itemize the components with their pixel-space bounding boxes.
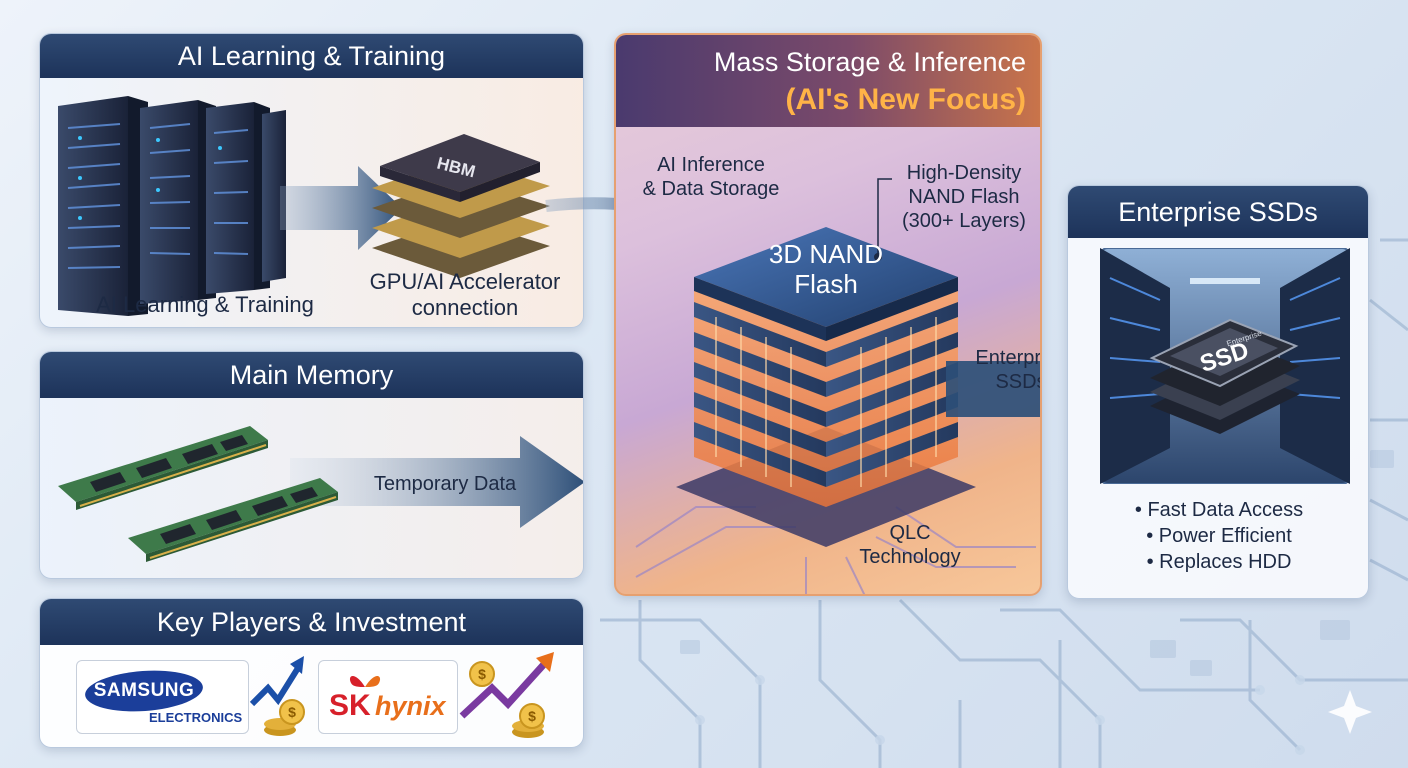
ram-module-icon (58, 426, 338, 562)
temporary-data-label: Temporary Data (373, 473, 517, 495)
butterfly-icon (349, 676, 381, 687)
svg-text:$: $ (478, 666, 486, 682)
qlc-label-line2: Technology (859, 546, 961, 568)
enterprise-ssd-header: Enterprise SSDs (1068, 186, 1368, 238)
accelerator-caption-line2: connection (411, 295, 519, 320)
sparkle-icon (1328, 690, 1372, 734)
accelerator-caption-line1: GPU/AI Accelerator (369, 269, 561, 294)
density-label-line1: High-Density (906, 162, 1022, 184)
density-label-line2: NAND Flash (908, 186, 1020, 208)
nand-chip-label-line1: 3D NAND (768, 239, 884, 269)
samsung-logo: SAMSUNG ELECTRONICS (76, 660, 249, 734)
bullet-power-efficient: • Power Efficient (1146, 525, 1292, 547)
enterprise-arrow-label-line2: SSDs (995, 371, 1042, 393)
mass-storage-panel: Mass Storage & Inference (AI's New Focus… (614, 33, 1042, 596)
samsung-growth-icon: $ (249, 656, 305, 736)
datacenter-illustration: SSD Enterprise (1100, 248, 1350, 484)
hbm-chip-icon: HBM (372, 134, 550, 278)
learning-illustration: HBM (58, 96, 550, 316)
memory-illustration (58, 426, 583, 562)
server-rack-icon (58, 96, 286, 316)
skhynix-logo: SK hynix (318, 660, 458, 734)
bullet-replaces-hdd: • Replaces HDD (1146, 551, 1292, 573)
ssd-drive-icon (1149, 318, 1300, 434)
enterprise-arrow-label-line1: Enterprise (975, 347, 1042, 369)
svg-text:$: $ (288, 704, 296, 720)
bullet-fast-access: • Fast Data Access (1134, 499, 1304, 521)
nand-illustration (635, 178, 1040, 594)
mass-storage-title: Mass Storage & Inference (713, 47, 1026, 77)
ai-learning-panel: AI Learning & Training (39, 33, 584, 328)
sk-name: SK (329, 689, 371, 722)
main-memory-panel: Main Memory Temporary Data (39, 351, 584, 579)
mass-storage-header: Mass Storage & Inference (AI's New Focus… (616, 35, 1040, 127)
svg-text:$: $ (528, 708, 536, 724)
mass-storage-subtitle: (AI's New Focus) (785, 83, 1027, 116)
samsung-sub: ELECTRONICS (149, 710, 243, 725)
nand-layer-stack (694, 227, 958, 507)
qlc-label-line1: QLC (889, 522, 931, 544)
samsung-name: SAMSUNG (93, 680, 195, 701)
temporary-data-arrow (290, 436, 583, 528)
inference-label-line1: AI Inference (657, 154, 765, 176)
arrow-to-enterprise (946, 361, 1040, 417)
ai-learning-header: AI Learning & Training (40, 34, 583, 78)
inference-label-line2: & Data Storage (642, 178, 780, 200)
density-label-line3: (300+ Layers) (902, 210, 1026, 232)
key-players-header: Key Players & Investment (40, 599, 583, 645)
enterprise-ssd-panel: Enterprise SSDs SSD Enterprise • Fast Da… (1067, 185, 1369, 599)
arrow-to-hbm (280, 166, 402, 250)
main-memory-header: Main Memory (40, 352, 583, 398)
server-caption: AI Learning & Training (96, 292, 314, 317)
nand-chip-label-line2: Flash (794, 269, 858, 299)
hynix-name: hynix (375, 691, 446, 721)
skhynix-growth-icon: $ $ (459, 652, 554, 738)
